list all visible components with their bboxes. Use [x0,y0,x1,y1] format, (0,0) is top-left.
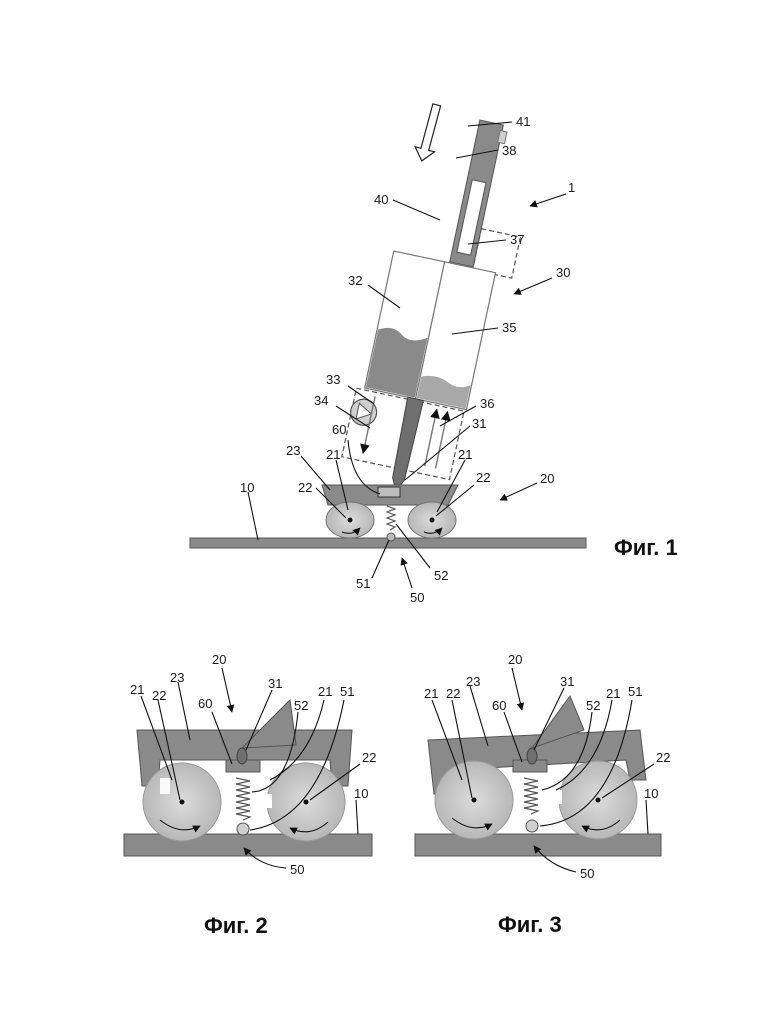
surface-10 [415,834,661,856]
label-22-left: 22 [152,688,166,703]
label-10: 10 [354,786,368,801]
label-22-left: 22 [446,686,460,701]
label-32: 32 [348,273,362,288]
label-50: 50 [410,590,424,605]
caption-fig-1: Фиг. 1 [614,535,678,560]
figure-1: 41 38 1 40 37 30 32 35 33 34 36 60 31 23… [190,102,678,605]
label-51: 51 [356,576,370,591]
label-37: 37 [510,232,524,247]
label-20: 20 [540,471,554,486]
label-31: 31 [560,674,574,689]
label-33: 33 [326,372,340,387]
figure-3: 20 21 22 23 60 31 52 21 51 22 10 50 Фиг.… [415,652,670,937]
label-60: 60 [492,698,506,713]
label-21-right: 21 [458,447,472,462]
label-1: 1 [568,180,575,195]
spring-52 [236,778,250,820]
label-22-right: 22 [362,750,376,765]
probe-51 [387,533,395,541]
label-50: 50 [290,862,304,877]
probe-51 [237,823,249,835]
label-21-right: 21 [318,684,332,699]
label-38: 38 [502,143,516,158]
label-51: 51 [628,684,642,699]
label-23: 23 [466,674,480,689]
spring-52 [387,506,395,530]
label-10: 10 [240,480,254,495]
label-41: 41 [516,114,530,129]
label-10: 10 [644,786,658,801]
label-35: 35 [502,320,516,335]
label-20: 20 [212,652,226,667]
spring-52 [524,778,538,814]
label-52: 52 [294,698,308,713]
label-20: 20 [508,652,522,667]
sensor-60 [378,487,400,497]
caption-fig-2: Фиг. 2 [204,913,268,938]
label-23: 23 [170,670,184,685]
label-30: 30 [556,265,570,280]
label-40: 40 [374,192,388,207]
label-21-left: 21 [326,447,340,462]
probe-51 [526,820,538,832]
label-51: 51 [340,684,354,699]
label-50: 50 [580,866,594,881]
caption-fig-3: Фиг. 3 [498,912,562,937]
label-23: 23 [286,443,300,458]
label-21-right: 21 [606,686,620,701]
device-assembly-30 [336,106,542,505]
label-22-left: 22 [298,480,312,495]
label-60: 60 [332,422,346,437]
label-36: 36 [480,396,494,411]
nozzle-31 [388,397,423,492]
label-31: 31 [268,676,282,691]
label-21-left: 21 [424,686,438,701]
label-31: 31 [472,416,486,431]
label-52: 52 [586,698,600,713]
input-arrow [412,102,446,163]
label-22-right: 22 [656,750,670,765]
figure-2: 20 21 22 23 60 31 52 21 51 22 10 50 Фиг.… [124,652,376,938]
label-22-right: 22 [476,470,490,485]
label-60: 60 [198,696,212,711]
label-52: 52 [434,568,448,583]
label-34: 34 [314,393,328,408]
label-21-left: 21 [130,682,144,697]
